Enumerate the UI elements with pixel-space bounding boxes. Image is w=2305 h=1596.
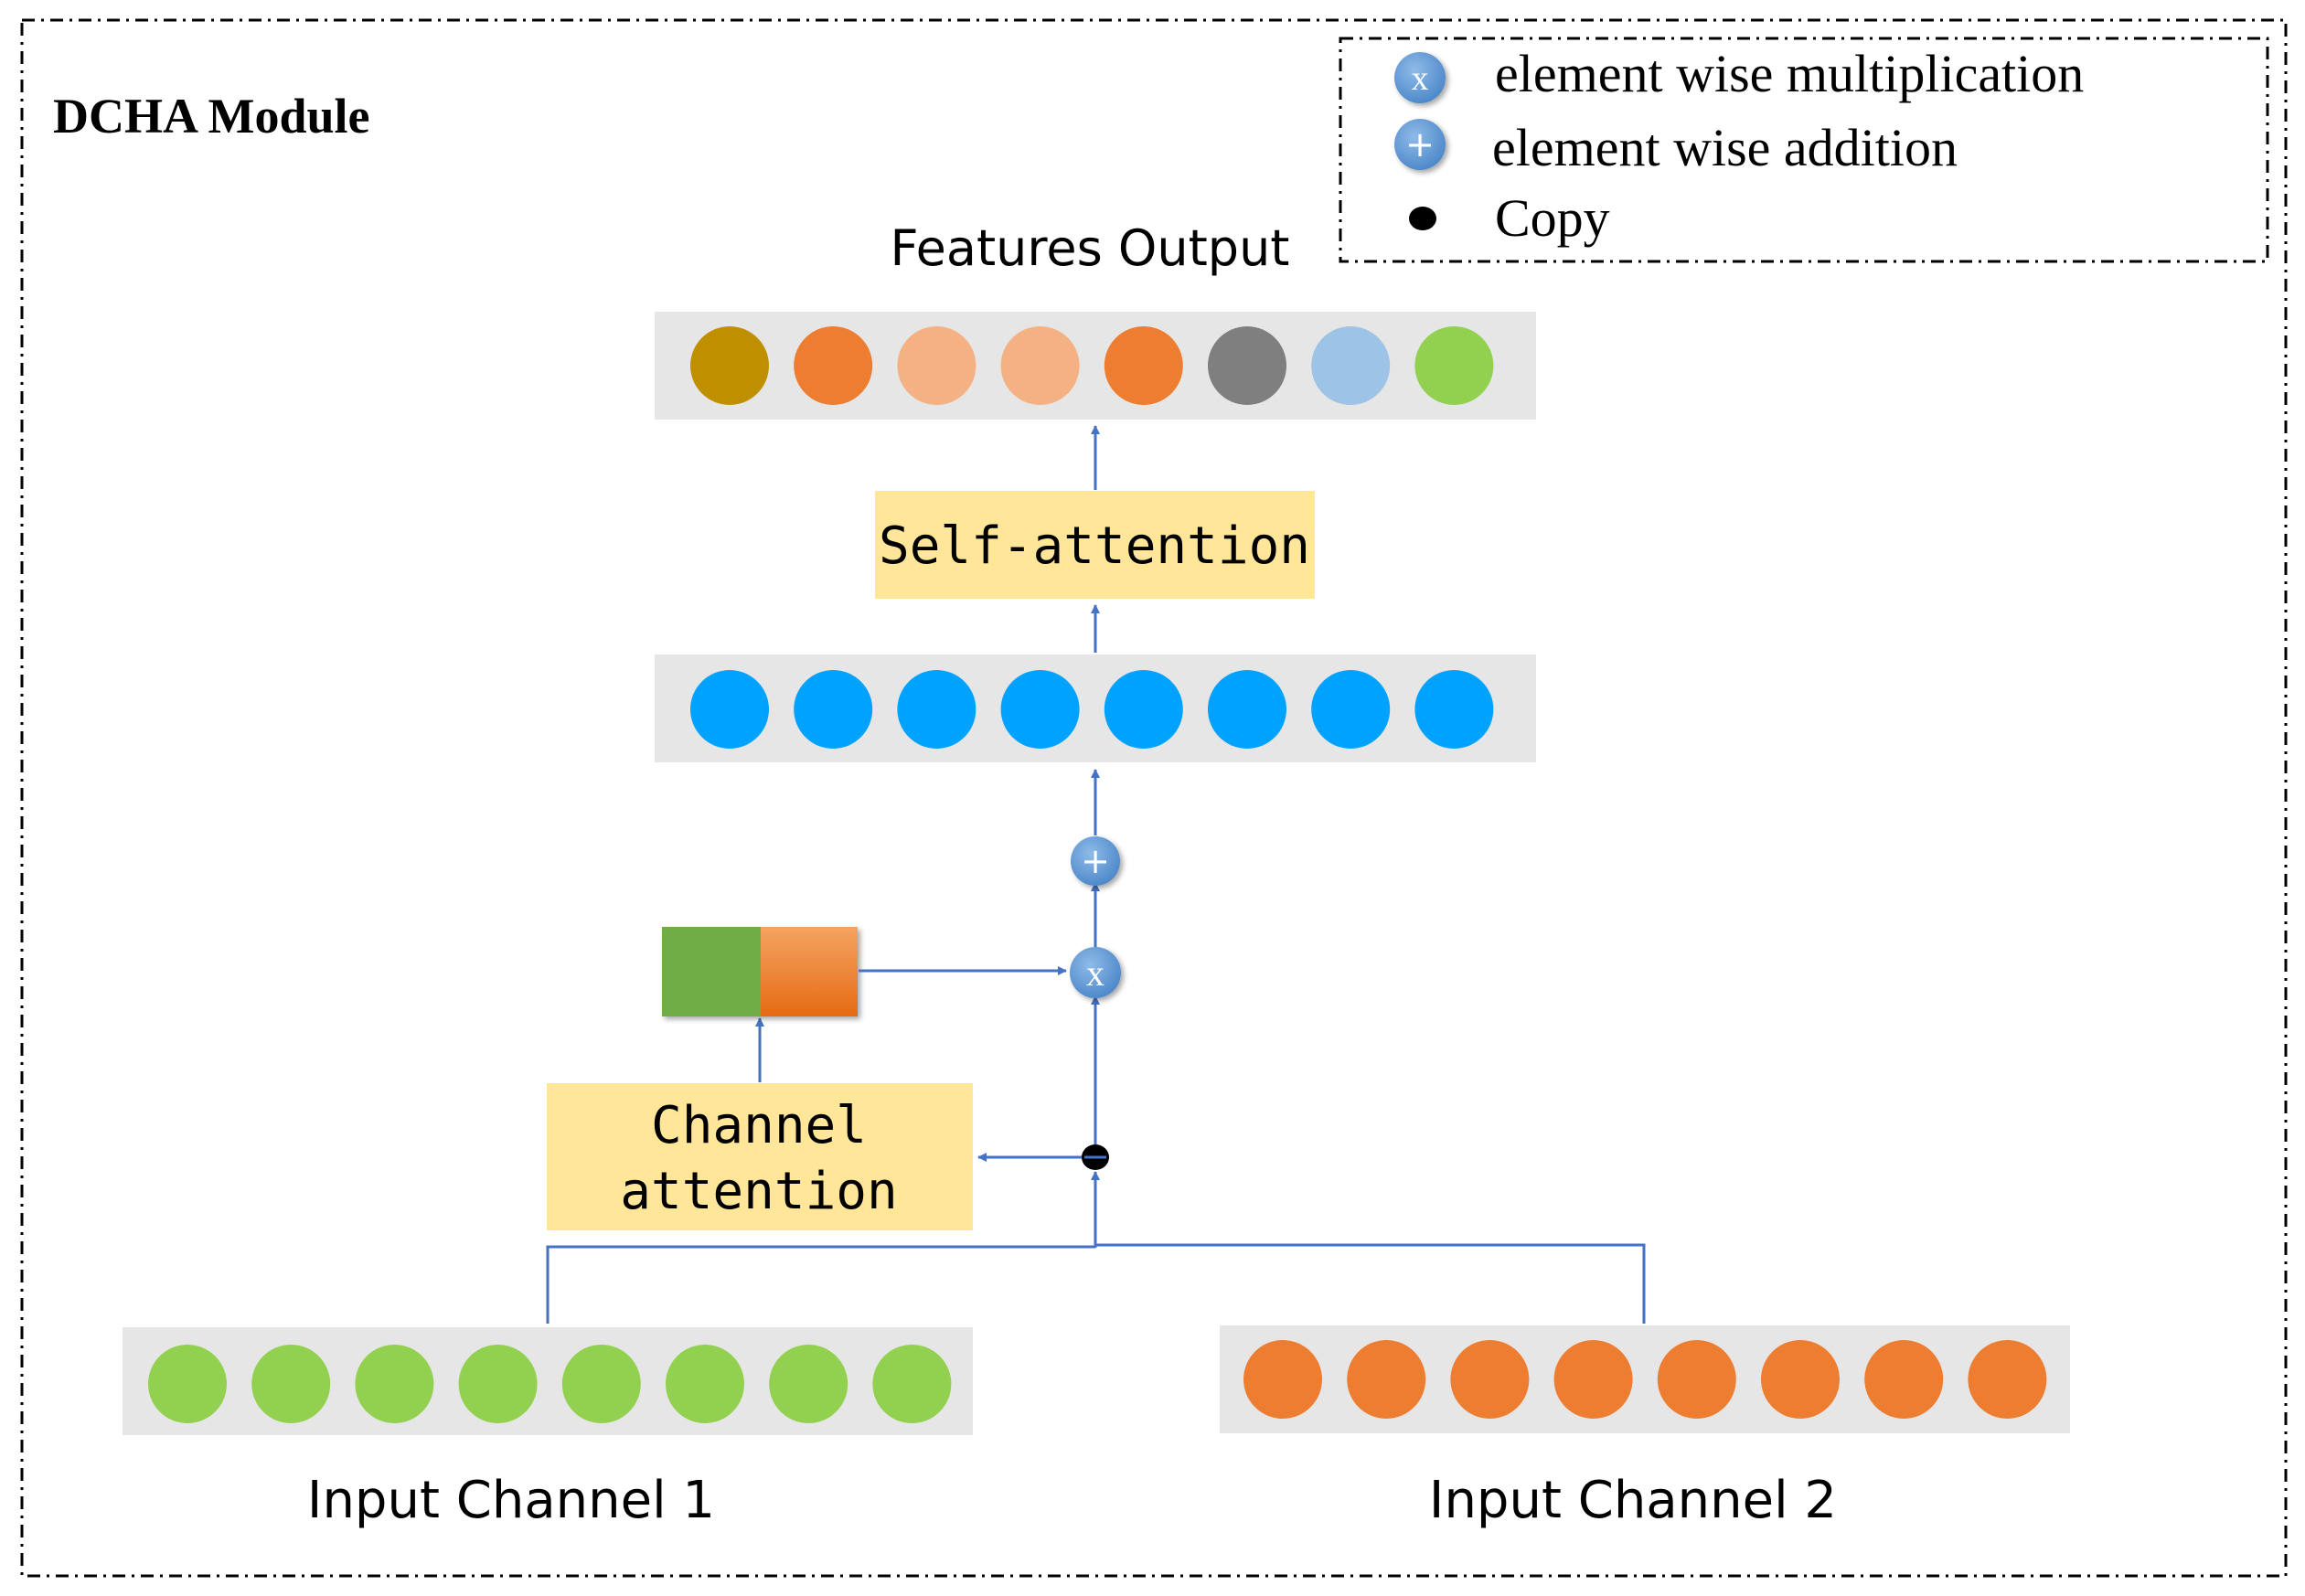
output-label: Features Output (891, 219, 1290, 277)
legend-border (1339, 37, 2269, 263)
input2-feature-dot-6 (1761, 1340, 1840, 1419)
channel-attention-label-line1: Channel (651, 1096, 867, 1155)
input1-feature-dot-7 (769, 1345, 848, 1423)
input1-feature-dot-1 (148, 1345, 227, 1423)
add-node: + (1071, 836, 1120, 886)
output-feature-bar (655, 312, 1536, 420)
add-node-symbol: + (1081, 841, 1110, 881)
input2-feature-dot-1 (1243, 1340, 1322, 1419)
output-feature-dot-7 (1311, 326, 1391, 405)
connector-input1 (546, 1245, 1095, 1324)
input2-feature-dots (1243, 1340, 2047, 1419)
input2-feature-dot-4 (1553, 1340, 1633, 1419)
fused-feature-bar (655, 654, 1536, 762)
multiply-icon-symbol: x (1412, 59, 1429, 98)
output-feature-dot-6 (1208, 326, 1286, 405)
input1-feature-dot-5 (561, 1345, 641, 1423)
fused-feature-dot-2 (794, 670, 873, 749)
multiply-node-symbol: x (1086, 952, 1104, 994)
fused-feature-dot-6 (1208, 670, 1286, 749)
add-icon: + (1394, 119, 1446, 170)
output-feature-dot-4 (1000, 326, 1080, 405)
fused-feature-dot-5 (1104, 670, 1183, 749)
channel-attention-box (547, 1083, 973, 1230)
input1-feature-dot-2 (251, 1345, 331, 1423)
output-feature-dots (690, 326, 1494, 405)
fused-feature-dot-3 (897, 670, 976, 749)
input2-label: Input Channel 2 (1429, 1471, 1837, 1530)
output-feature-dot-3 (897, 326, 976, 405)
channel-attention-label-line2: attention (620, 1162, 897, 1221)
output-feature-dot-2 (794, 326, 873, 405)
input2-feature-dot-2 (1347, 1340, 1426, 1419)
channel-weights (662, 927, 858, 1016)
output-feature-dot-8 (1414, 326, 1494, 405)
fused-feature-dot-4 (1000, 670, 1080, 749)
input2-feature-dot-3 (1450, 1340, 1530, 1419)
fused-feature-dots (690, 670, 1494, 749)
channel2-weight (761, 927, 858, 1016)
output-feature-dot-1 (690, 326, 769, 405)
input2-feature-dot-5 (1657, 1340, 1736, 1419)
input2-feature-dot-8 (1968, 1340, 2047, 1419)
legend-multiply-label: element wise multiplication (1495, 44, 2084, 103)
input1-feature-dot-4 (458, 1345, 538, 1423)
input1-feature-dot-8 (872, 1345, 952, 1423)
module-title: DCHA Module (53, 89, 370, 144)
legend-copy-label: Copy (1495, 188, 1610, 248)
fused-feature-dot-8 (1414, 670, 1494, 749)
self-attention-box (875, 491, 1315, 599)
input1-feature-dot-3 (355, 1345, 434, 1423)
output-feature-dot-5 (1104, 326, 1183, 405)
legend-add-label: element wise addition (1492, 118, 1958, 177)
self-attention-label: Self-attention (879, 516, 1310, 576)
input1-label: Input Channel 1 (307, 1471, 715, 1530)
fused-feature-dot-1 (690, 670, 769, 749)
connector-input2 (1095, 1243, 1646, 1324)
input1-feature-dot-6 (666, 1345, 744, 1423)
channel1-weight (662, 927, 761, 1016)
add-icon-symbol: + (1405, 124, 1435, 165)
legend: x element wise multiplication + element … (1339, 37, 2269, 263)
copy-node (1082, 1144, 1109, 1170)
input2-feature-dot-7 (1864, 1340, 1944, 1419)
multiply-icon: x (1394, 52, 1446, 103)
multiply-node: x (1070, 947, 1121, 998)
copy-dot-icon (1409, 207, 1436, 230)
module-border (20, 18, 2288, 1578)
fused-feature-dot-7 (1311, 670, 1391, 749)
input1-feature-dots (148, 1345, 952, 1423)
